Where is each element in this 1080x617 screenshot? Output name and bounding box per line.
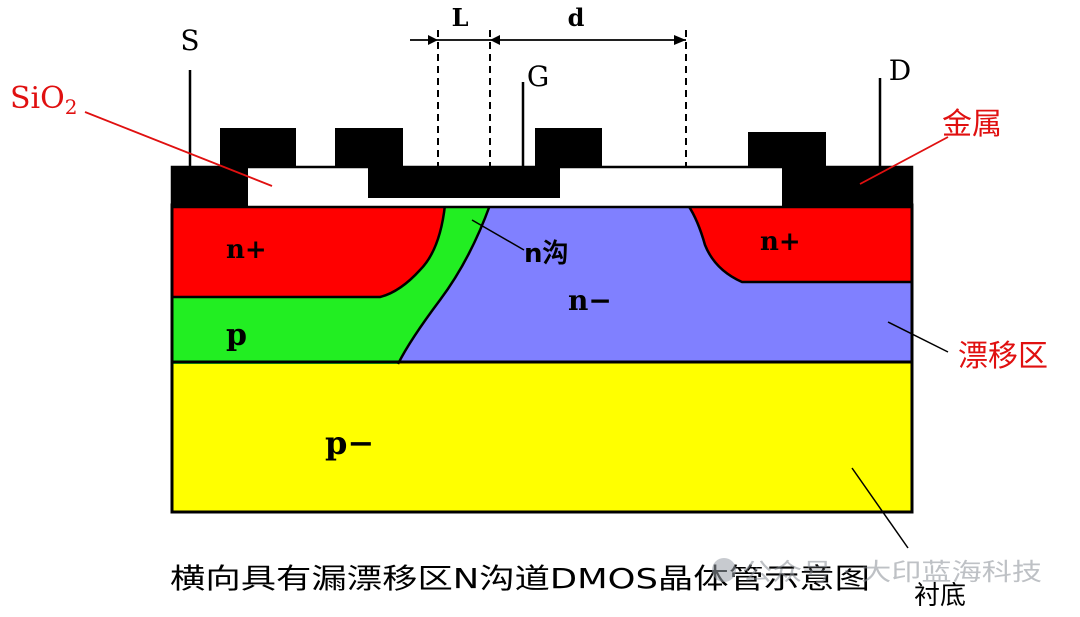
label-gate: G	[527, 60, 549, 93]
label-p-minus: p−	[325, 424, 374, 462]
label-substrate: 衬底	[914, 581, 966, 611]
figure-caption: 横向具有漏漂移区N沟道DMOS晶体管示意图	[170, 562, 870, 595]
label-metal: 金属	[942, 107, 1002, 142]
metal-pad-1	[220, 128, 296, 168]
n-plus-drain-outline	[686, 204, 912, 284]
gate-metal-electrode	[368, 128, 602, 198]
p-minus-substrate	[170, 360, 914, 514]
label-n-minus: n−	[568, 284, 612, 317]
watermark: 公众号 · 大印蓝海科技	[712, 558, 1042, 586]
leader-drift	[887, 321, 949, 353]
metal-pad-2	[335, 128, 403, 168]
drain-metal-contact	[782, 167, 912, 207]
leader-metal	[859, 136, 949, 185]
label-source: S	[180, 24, 199, 57]
leader-channel	[471, 219, 525, 251]
label-n-plus-right: n+	[760, 227, 801, 257]
watermark-text: 公众号 · 大印蓝海科技	[742, 558, 1042, 586]
label-p-region: p	[226, 318, 247, 353]
label-drain: D	[889, 54, 911, 87]
watermark-icon	[712, 558, 736, 582]
n-plus-drain-region	[688, 205, 912, 282]
arrowhead-L-right	[428, 35, 438, 45]
label-drift-region: 漂移区	[958, 339, 1048, 374]
source-metal-contact	[172, 167, 248, 207]
label-n-channel: n沟	[524, 239, 569, 269]
label-n-plus-left: n+	[226, 235, 267, 265]
n-plus-source-outline	[172, 204, 447, 299]
label-sio2: SiO2	[10, 81, 77, 119]
metal-pad-4	[748, 132, 826, 168]
label-drift-length: d	[568, 3, 585, 32]
n-plus-source-region	[172, 205, 445, 297]
leader-sio2	[84, 111, 273, 187]
arrowhead-d-right	[674, 35, 686, 45]
label-channel-length: L	[452, 3, 469, 32]
leader-substrate	[851, 467, 909, 549]
p-body-outline	[396, 204, 492, 365]
